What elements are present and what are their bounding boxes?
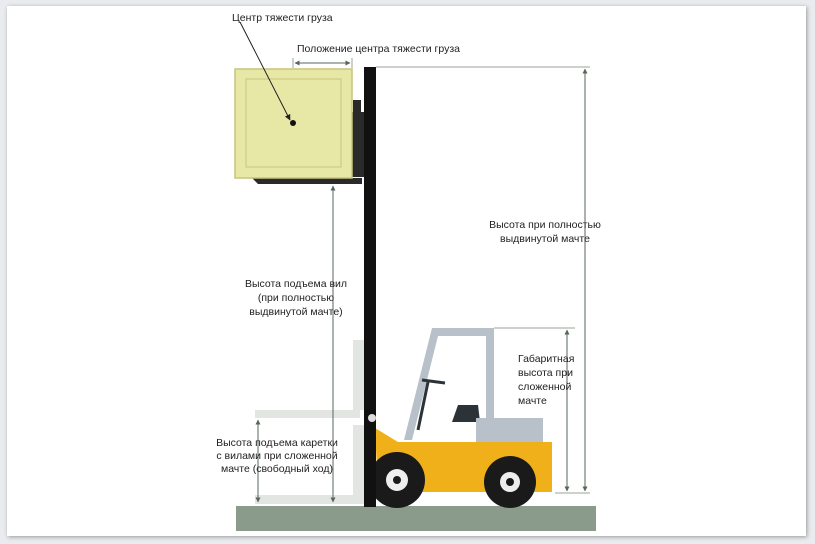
load-center-label: Центр тяжести груза <box>232 12 333 24</box>
free-lift-label: Высота подъема каретки с вилами при слож… <box>216 437 338 475</box>
max-height-label-line: Высота при полностью <box>489 219 601 231</box>
overall-height-label: Габаритная высота при сложенной мачте <box>518 353 574 407</box>
front-wheel <box>369 452 425 508</box>
overall-height-label-line: мачте <box>518 395 547 407</box>
lift-height-label-line: выдвинутой мачте) <box>249 306 342 318</box>
max-height-dimension <box>376 66 590 494</box>
load-center-position-dimension <box>292 58 353 68</box>
mast <box>364 67 376 507</box>
load-center-pointer <box>239 21 291 121</box>
load-center-point <box>290 120 296 126</box>
overall-height-label-line: Габаритная <box>518 353 574 365</box>
forklift <box>364 67 552 508</box>
overall-height-dimension <box>494 327 575 492</box>
seat <box>452 405 480 422</box>
free-lift-label-line: мачте (свободный ход) <box>221 463 333 475</box>
lowered-carriage-ghost <box>255 340 365 504</box>
load-box <box>234 68 353 179</box>
free-lift-label-line: с вилами при сложенной <box>216 450 337 462</box>
cab-frame <box>404 328 494 446</box>
ground <box>236 506 596 531</box>
lift-height-label-line: (при полностью <box>258 292 334 304</box>
rear-wheel <box>484 456 536 508</box>
overall-height-label-line: высота при <box>518 367 573 379</box>
load-center-position-label: Положение центра тяжести груза <box>297 43 460 55</box>
max-height-label-line: выдвинутой мачте <box>500 233 590 245</box>
lift-height-label-line: Высота подъема вил <box>245 278 347 290</box>
overall-height-label-line: сложенной <box>518 381 572 393</box>
max-height-label: Высота при полностью выдвинутой мачте <box>489 219 601 245</box>
raised-carriage <box>252 100 364 184</box>
free-lift-label-line: Высота подъема каретки <box>216 437 338 449</box>
lift-height-label: Высота подъема вил (при полностью выдвин… <box>245 278 347 318</box>
